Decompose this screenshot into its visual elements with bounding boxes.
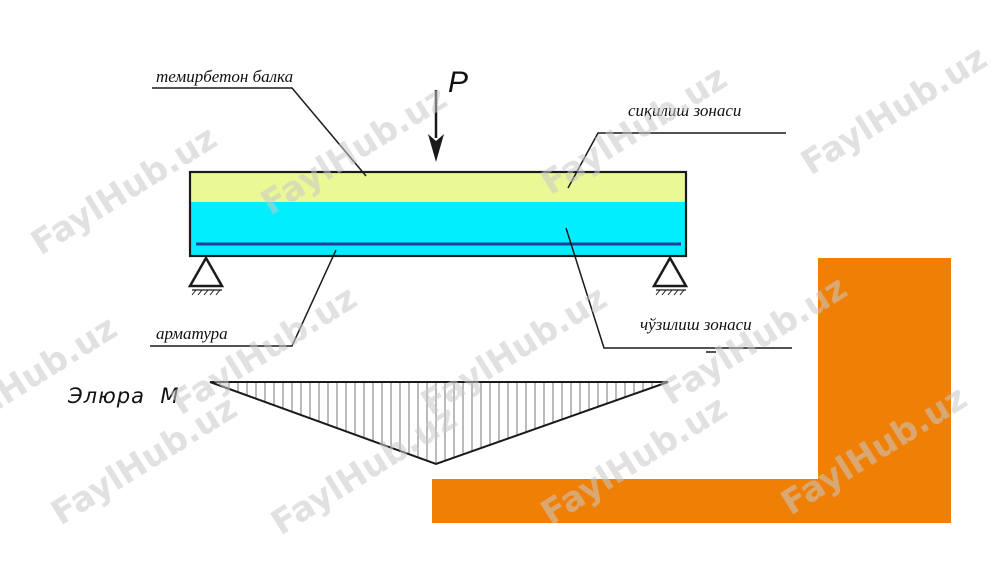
load-arrow [428, 90, 444, 162]
moment-diagram-label: Элюра М [67, 384, 179, 408]
right-support [651, 255, 689, 296]
compression-zone-label: сиқилиш зонаси [628, 101, 741, 120]
beam-label: темирбетон балка [156, 67, 293, 86]
compression-zone [190, 172, 686, 202]
tension-leader-line [565, 227, 792, 349]
beam-outline [188, 170, 688, 258]
orange-block [432, 258, 951, 523]
watermark-text: FaylHub.uz [44, 388, 244, 534]
beam-leader-line [152, 87, 367, 177]
tension-zone [190, 202, 686, 256]
reinforcement-label: арматура [156, 324, 228, 343]
moment-diagram [209, 381, 669, 466]
tension-zone-label: чўзилиш зонаси [640, 315, 752, 334]
compression-leader-line [567, 132, 786, 189]
watermark-text: FaylHub.uz [794, 38, 994, 184]
left-support [187, 255, 225, 296]
load-label: P [448, 66, 468, 99]
rebar-leader-line [150, 249, 337, 347]
watermark-text: FaylHub.uz [0, 308, 124, 454]
